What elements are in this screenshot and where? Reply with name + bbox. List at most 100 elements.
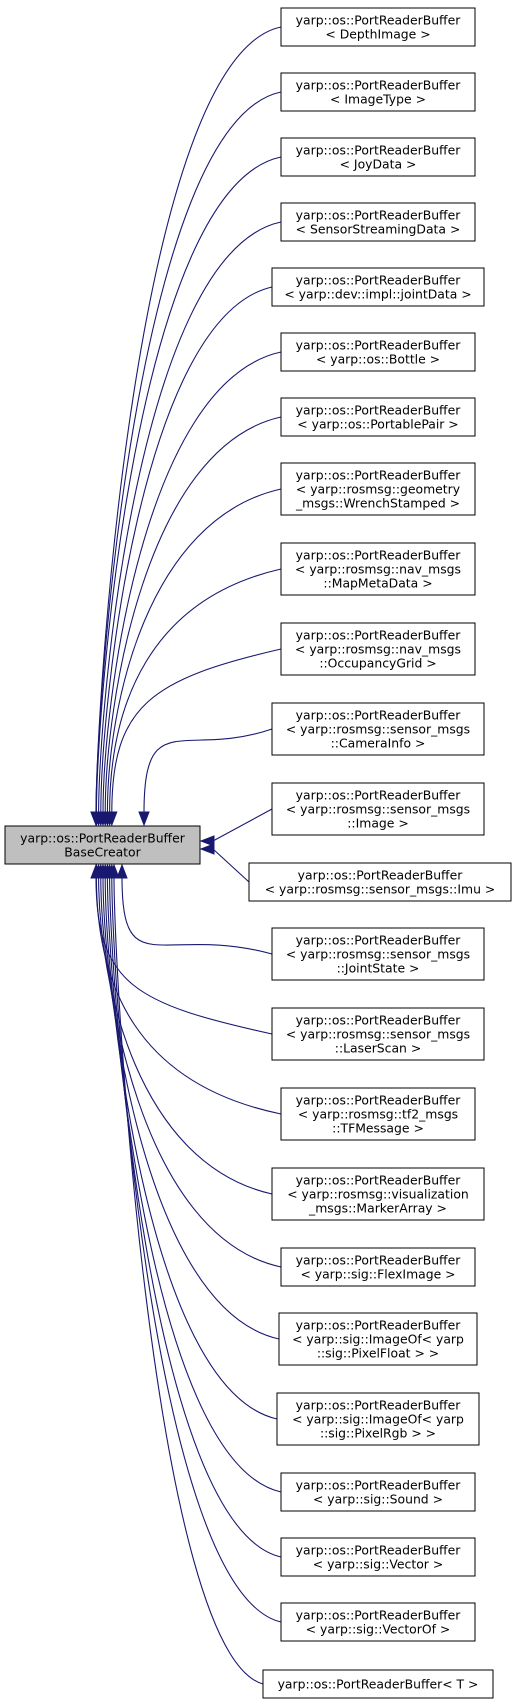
derived-class-box-1 [280, 7, 476, 47]
inheritance-edge-13 [212, 848, 250, 883]
inheritance-edge-4 [98, 221, 282, 814]
derived-class-15-line-1: yarp::os::PortReaderBuffer [296, 1013, 462, 1028]
derived-class-node-2[interactable]: yarp::os::PortReaderBuffer< ImageType > [280, 72, 476, 112]
derived-class-node-17[interactable]: yarp::os::PortReaderBuffer< yarp::rosmsg… [271, 1167, 485, 1221]
derived-class-node-9[interactable]: yarp::os::PortReaderBuffer< yarp::rosmsg… [280, 542, 476, 596]
inheritance-edge-22 [109, 876, 282, 1558]
derived-class-node-21[interactable]: yarp::os::PortReaderBuffer< yarp::sig::S… [280, 1472, 476, 1512]
derived-class-11-line-2: < yarp::rosmsg::sensor_msgs [286, 722, 470, 737]
derived-class-box-21 [280, 1472, 476, 1512]
derived-class-1-line-1: yarp::os::PortReaderBuffer [296, 13, 462, 28]
derived-class-14-line-1: yarp::os::PortReaderBuffer [296, 933, 462, 948]
derived-class-16-line-2: < yarp::rosmsg::tf2_msgs [298, 1107, 458, 1122]
derived-class-8-line-3: _msgs::WrenchStamped > [295, 496, 460, 511]
derived-class-node-16[interactable]: yarp::os::PortReaderBuffer< yarp::rosmsg… [280, 1087, 476, 1141]
inheritance-edge-21 [106, 876, 282, 1493]
derived-class-box-15 [271, 1007, 485, 1061]
derived-class-box-22 [280, 1537, 476, 1577]
derived-class-15-line-3: ::LaserScan > [335, 1041, 421, 1056]
derived-class-14-line-2: < yarp::rosmsg::sensor_msgs [286, 947, 470, 962]
edge-arrowhead-14 [116, 863, 128, 879]
derived-class-node-20[interactable]: yarp::os::PortReaderBuffer< yarp::sig::I… [276, 1392, 480, 1446]
derived-class-node-18[interactable]: yarp::os::PortReaderBuffer< yarp::sig::F… [280, 1247, 476, 1287]
derived-class-12-line-1: yarp::os::PortReaderBuffer [296, 788, 462, 803]
edge-arrowhead-10 [106, 811, 118, 827]
derived-class-node-6[interactable]: yarp::os::PortReaderBuffer< yarp::os::Bo… [280, 332, 476, 372]
derived-class-node-12[interactable]: yarp::os::PortReaderBuffer< yarp::rosmsg… [271, 782, 485, 836]
derived-class-node-10[interactable]: yarp::os::PortReaderBuffer< yarp::rosmsg… [280, 622, 476, 676]
derived-class-11-line-1: yarp::os::PortReaderBuffer [296, 708, 462, 723]
derived-class-20-line-3: ::sig::PixelRgb > > [320, 1426, 436, 1441]
derived-class-2-line-2: < ImageType > [330, 92, 426, 107]
derived-class-9-line-3: ::MapMetaData > [323, 576, 432, 591]
derived-class-node-14[interactable]: yarp::os::PortReaderBuffer< yarp::rosmsg… [271, 927, 485, 981]
inheritance-edge-16 [95, 876, 282, 1115]
derived-class-22-line-2: < yarp::sig::Vector > [313, 1557, 443, 1572]
base-class-line-1: yarp::os::PortReaderBuffer [20, 831, 186, 846]
derived-class-7-line-1: yarp::os::PortReaderBuffer [296, 403, 462, 418]
edge-arrowhead-12 [199, 835, 215, 847]
derived-class-13-line-2: < yarp::rosmsg::sensor_msgs::Imu > [265, 882, 496, 897]
base-class-line-2: BaseCreator [64, 845, 141, 860]
derived-class-node-8[interactable]: yarp::os::PortReaderBuffer< yarp::rosmsg… [280, 462, 476, 516]
inheritance-edge-11 [143, 728, 273, 814]
inheritance-edge-3 [95, 156, 282, 814]
derived-class-4-line-1: yarp::os::PortReaderBuffer [296, 208, 462, 223]
derived-class-node-22[interactable]: yarp::os::PortReaderBuffer< yarp::sig::V… [280, 1537, 476, 1577]
edge-arrowhead-24 [108, 863, 120, 879]
derived-class-19-line-3: ::sig::PixelFloat > > [317, 1346, 439, 1361]
derived-class-19-line-1: yarp::os::PortReaderBuffer [296, 1318, 462, 1333]
derived-class-box-5 [271, 267, 485, 307]
edge-arrowhead-11 [138, 811, 150, 827]
derived-class-node-13[interactable]: yarp::os::PortReaderBuffer< yarp::rosmsg… [248, 862, 512, 902]
inheritance-edge-23 [111, 876, 282, 1623]
derived-class-5-line-1: yarp::os::PortReaderBuffer [296, 273, 462, 288]
derived-class-node-24[interactable]: yarp::os::PortReaderBuffer< T > [262, 1669, 494, 1699]
derived-class-node-15[interactable]: yarp::os::PortReaderBuffer< yarp::rosmsg… [271, 1007, 485, 1061]
derived-class-node-4[interactable]: yarp::os::PortReaderBuffer< SensorStream… [280, 202, 476, 242]
derived-class-node-7[interactable]: yarp::os::PortReaderBuffer< yarp::os::Po… [280, 397, 476, 437]
inheritance-edge-17 [98, 876, 273, 1195]
inheritance-edges [90, 26, 282, 1685]
derived-class-20-line-2: < yarp::sig::ImageOf< yarp [292, 1412, 464, 1427]
inheritance-edge-24 [113, 876, 264, 1685]
inheritance-edge-20 [104, 876, 278, 1420]
inheritance-edge-12 [212, 808, 273, 842]
derived-class-14-line-3: ::JointState > [337, 961, 420, 976]
derived-class-box-4 [280, 202, 476, 242]
derived-class-13-line-1: yarp::os::PortReaderBuffer [298, 868, 464, 883]
inheritance-edge-1 [95, 26, 282, 814]
derived-class-10-line-3: ::OccupancyGrid > [319, 656, 436, 671]
derived-class-12-line-2: < yarp::rosmsg::sensor_msgs [286, 802, 470, 817]
inheritance-edge-7 [104, 416, 282, 814]
edge-arrowhead-13 [199, 843, 215, 855]
inheritance-edge-2 [95, 91, 282, 814]
derived-class-4-line-2: < SensorStreamingData > [296, 222, 461, 237]
derived-class-19-line-2: < yarp::sig::ImageOf< yarp [292, 1332, 464, 1347]
derived-class-8-line-2: < yarp::rosmsg::geometry [296, 482, 460, 497]
derived-class-2-line-1: yarp::os::PortReaderBuffer [296, 78, 462, 93]
derived-class-22-line-1: yarp::os::PortReaderBuffer [296, 1543, 462, 1558]
inheritance-edge-18 [100, 876, 282, 1268]
derived-class-box-2 [280, 72, 476, 112]
derived-class-node-11[interactable]: yarp::os::PortReaderBuffer< yarp::rosmsg… [271, 702, 485, 756]
derived-class-node-19[interactable]: yarp::os::PortReaderBuffer< yarp::sig::I… [278, 1312, 478, 1366]
derived-class-21-line-1: yarp::os::PortReaderBuffer [296, 1478, 462, 1493]
derived-class-box-23 [280, 1602, 476, 1642]
derived-class-box-16 [280, 1087, 476, 1141]
derived-class-8-line-1: yarp::os::PortReaderBuffer [296, 468, 462, 483]
derived-class-node-1[interactable]: yarp::os::PortReaderBuffer< DepthImage > [280, 7, 476, 47]
derived-class-box-19 [278, 1312, 478, 1366]
derived-class-box-17 [271, 1167, 485, 1221]
derived-class-16-line-3: ::TFMessage > [332, 1121, 424, 1136]
derived-class-node-5[interactable]: yarp::os::PortReaderBuffer< yarp::dev::i… [271, 267, 485, 307]
derived-class-15-line-2: < yarp::rosmsg::sensor_msgs [286, 1027, 470, 1042]
derived-class-17-line-2: < yarp::rosmsg::visualization [287, 1187, 469, 1202]
derived-class-node-3[interactable]: yarp::os::PortReaderBuffer< JoyData > [280, 137, 476, 177]
derived-class-6-line-2: < yarp::os::Bottle > [316, 352, 440, 367]
derived-class-node-23[interactable]: yarp::os::PortReaderBuffer< yarp::sig::V… [280, 1602, 476, 1642]
derived-class-5-line-2: < yarp::dev::impl::jointData > [284, 287, 471, 302]
